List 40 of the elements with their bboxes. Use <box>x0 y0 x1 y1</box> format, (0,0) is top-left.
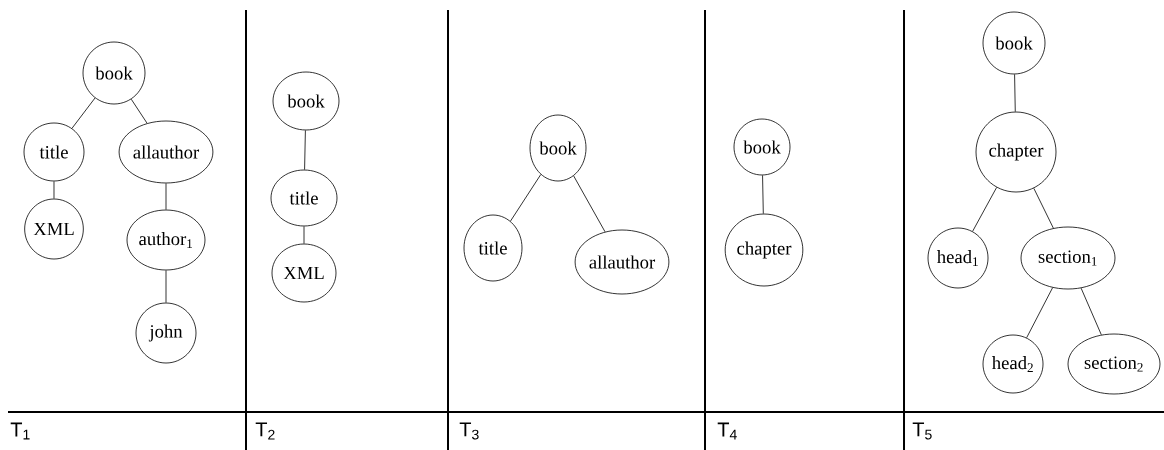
tree-node: XML <box>271 243 337 303</box>
tree-node: author$_{1}$ <box>126 209 206 271</box>
tree-node: chapter <box>724 213 804 287</box>
tree-node: XML <box>24 198 84 260</box>
tree-label: T$_{3}$ <box>459 422 479 440</box>
tree-node: book <box>272 71 340 131</box>
tree-edge <box>762 175 764 214</box>
tree-label: T$_{2}$ <box>255 422 275 440</box>
tree-node: book <box>529 114 587 182</box>
tree-edge <box>510 174 542 222</box>
tree-edge <box>1080 287 1102 336</box>
tree-node: title <box>270 169 338 227</box>
tree-label: T$_{4}$ <box>717 422 737 440</box>
tree-edge <box>1026 287 1053 339</box>
tree-edge <box>573 175 606 233</box>
tree-label: T$_{1}$ <box>10 422 30 440</box>
tree-node: chapter <box>975 111 1057 193</box>
tree-node: book <box>733 118 791 176</box>
tree-label: T$_{5}$ <box>912 422 932 440</box>
tree-edge <box>130 98 148 124</box>
tree-node: allauthor <box>118 120 214 184</box>
tree-node: section$_{2}$ <box>1067 333 1161 395</box>
tree-node: section$_{1}$ <box>1020 226 1116 290</box>
tree-node: john <box>135 302 197 364</box>
tree-node: title <box>463 214 523 282</box>
tree-edge <box>165 270 167 303</box>
tree-edge <box>304 130 306 170</box>
tree-edge <box>972 187 997 232</box>
tree-edge <box>1033 187 1054 229</box>
tree-node: head$_{2}$ <box>982 334 1044 394</box>
tree-edge <box>1014 74 1016 112</box>
tree-edge <box>53 181 55 199</box>
tree-edge <box>303 226 305 244</box>
tree-node: title <box>23 122 85 182</box>
tree-node: allauthor <box>574 229 670 295</box>
tree-edge <box>165 183 167 210</box>
tree-edge <box>71 97 96 129</box>
tree-node: book <box>982 11 1046 75</box>
tree-node: head$_{1}$ <box>927 227 989 289</box>
tree-node: book <box>82 41 146 105</box>
